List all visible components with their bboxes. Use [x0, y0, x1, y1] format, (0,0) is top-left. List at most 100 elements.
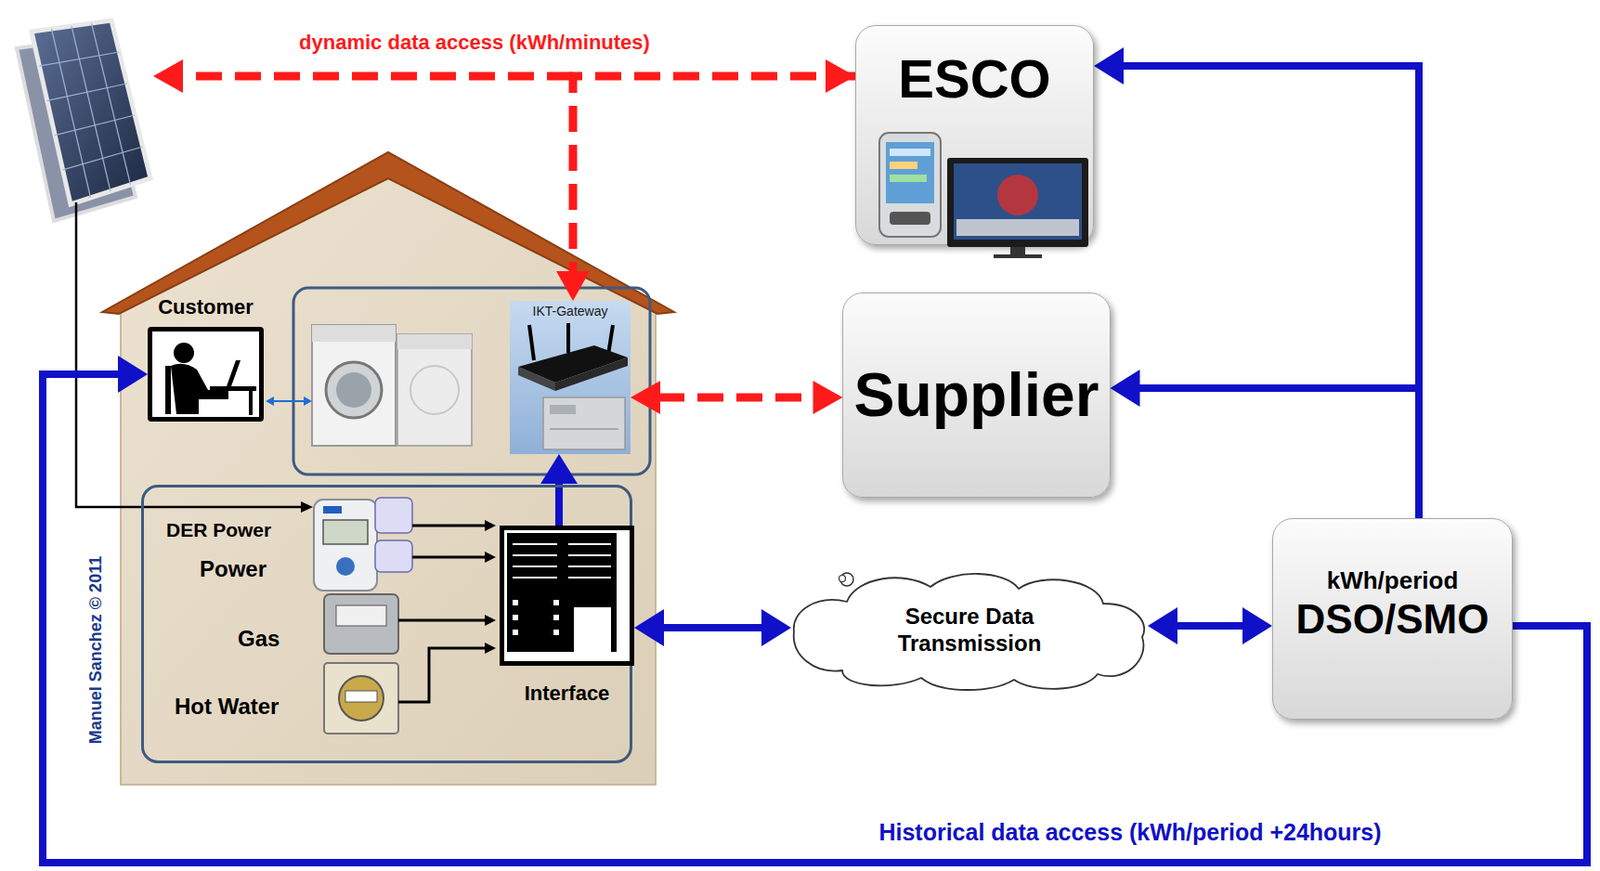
meter-label: Hot Water [174, 693, 279, 721]
arrow-head [556, 271, 590, 301]
meter-wire-head [484, 520, 496, 654]
data-flow-connector [555, 481, 563, 526]
flow-label: dynamic data access (kWh/minutes) [299, 30, 651, 55]
water-meter [345, 690, 378, 703]
washing-machine [336, 372, 372, 408]
meter-wire-head [484, 614, 496, 626]
interface-box: Interface [499, 525, 635, 709]
customer-appliance-link [303, 396, 313, 406]
meter-label: DER Power [166, 518, 272, 542]
gateway-box: IKT-Gateway [509, 300, 631, 455]
water-meter [324, 663, 399, 734]
cloud-shape: Secure Data Transmission [791, 566, 1148, 694]
meter-wire [398, 525, 487, 703]
arrow-head [825, 59, 856, 93]
power-meter [313, 497, 413, 591]
power-meter [313, 499, 378, 591]
tv-icon [1010, 247, 1026, 255]
cloud-bubble [839, 575, 846, 583]
interface-frame [499, 525, 635, 666]
gas-meter [324, 594, 399, 654]
dryer [397, 334, 472, 446]
solar-panel [31, 20, 151, 205]
dynamic-access-line [182, 72, 573, 81]
data-flow-connector [1138, 388, 1419, 519]
meter-label: Gas [237, 625, 280, 653]
meter-label: Power [199, 556, 267, 584]
connector-label: Historical data access (kWh/period +24ho… [874, 818, 1385, 846]
cloud-text: Secure Data Transmission [885, 603, 1054, 658]
tv-icon [993, 254, 1042, 259]
box-title: ESCO [897, 46, 1051, 112]
box-heading: Customer [147, 295, 264, 320]
arrow-head [630, 380, 661, 415]
der-wire [76, 202, 303, 508]
connector-group [1093, 47, 1419, 519]
connector-group [556, 76, 856, 301]
meter-group: Interface DER PowerPowerGasHot Water [141, 484, 633, 764]
customer-box: Customer [147, 295, 264, 425]
washing-machine [312, 325, 396, 446]
washing-machine [312, 325, 396, 446]
appliance-group [293, 287, 651, 475]
water-meter [324, 663, 399, 734]
arrow-head [540, 454, 578, 484]
meter-wire [398, 648, 487, 703]
dryer [410, 365, 459, 415]
arrow-head [117, 355, 148, 393]
water-meter [338, 676, 384, 721]
der-wire [300, 501, 313, 513]
data-flow-connector [662, 624, 764, 632]
power-meter [375, 497, 413, 534]
power-meter [375, 540, 413, 573]
arrow-head [1093, 47, 1124, 85]
data-flow-connector [1175, 622, 1245, 630]
dryer [397, 334, 472, 350]
power-meter [323, 506, 342, 514]
meter-wire-head [484, 551, 496, 563]
watermark: Manuel Sanchez © 2011 [86, 556, 107, 744]
connector-group [540, 454, 578, 526]
dryer [397, 334, 472, 446]
meter-wire [412, 524, 487, 528]
gas-meter [336, 605, 387, 626]
dso-box: kWh/periodDSO/SMO [1272, 518, 1513, 720]
box-title: Supplier [853, 358, 1099, 432]
meter-wire-head [484, 642, 496, 654]
arrow-head [761, 609, 792, 647]
customer-appliance-link [265, 396, 313, 406]
solar-panel [91, 23, 131, 185]
arrow-head [1242, 607, 1273, 645]
data-flow-connector [572, 76, 856, 274]
arrow-head [634, 609, 664, 647]
solar-panel [71, 26, 111, 192]
supplier-box: Supplier [842, 292, 1110, 498]
solar-panel [39, 23, 143, 198]
data-flow-connector [658, 393, 815, 403]
connector-group [42, 355, 1587, 863]
meter-wire [412, 556, 487, 560]
der-wire [76, 202, 313, 513]
cloud-outline [793, 573, 1145, 690]
customer-appliance-link [265, 396, 274, 406]
connector-group [1110, 369, 1419, 519]
washing-machine [312, 325, 396, 342]
arrow-head [1147, 607, 1178, 645]
esco-box: ESCO [855, 25, 1094, 246]
power-meter [323, 520, 368, 545]
dynamic-access-line [153, 59, 573, 93]
washing-machine [325, 362, 382, 418]
box-heading: Interface [499, 681, 635, 706]
customer-icon-frame [147, 326, 264, 422]
solar-panel [16, 20, 151, 222]
dynamic-access-line [153, 59, 183, 93]
customer-appliance-link [271, 400, 307, 403]
meter-wire [398, 619, 487, 623]
connector-group [630, 380, 843, 415]
box-title: DSO/SMO [1296, 595, 1490, 645]
house [102, 152, 675, 314]
